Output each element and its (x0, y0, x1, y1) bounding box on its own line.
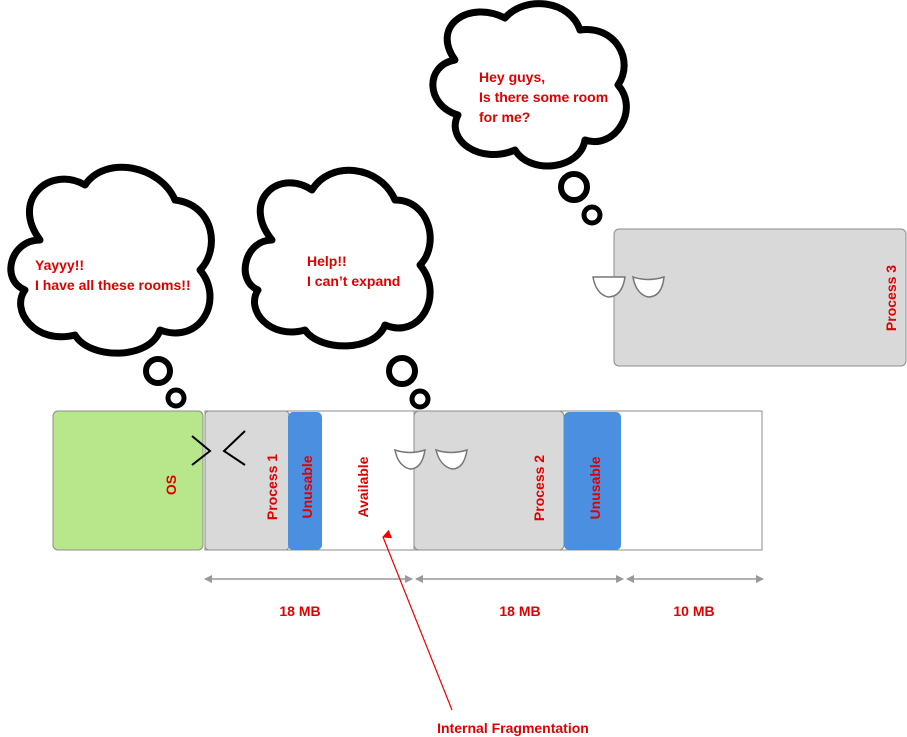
process3-block: Process 3 (613, 228, 907, 367)
os-thought-bubble: Yayyy!! I have all these rooms!! (7, 163, 215, 409)
process1-cloud-dot-large (386, 355, 418, 387)
process3-left-eye (592, 276, 626, 298)
unusable2-block (564, 412, 621, 550)
svg-text:I can’t expand: I can’t expand (307, 273, 400, 289)
process3-cloud-dot-large (558, 171, 590, 203)
process1-squint-right-icon (222, 430, 246, 466)
partition3-size-label: 10 MB (673, 603, 714, 619)
process2-label: Process 2 (531, 455, 547, 521)
unusable1-block (288, 412, 322, 550)
os-cloud-shape (7, 163, 215, 357)
process1-squint-left-icon (191, 435, 212, 466)
process2-right-eye (434, 448, 468, 470)
partition1-size-label: 18 MB (279, 603, 320, 619)
svg-text:Help!!: Help!! (307, 253, 347, 269)
unusable1-label: Unusable (299, 455, 315, 518)
os-block (52, 410, 204, 551)
unusable2-label: Unusable (587, 456, 603, 519)
os-process1-face (191, 430, 246, 466)
memory-bar: OS Process 1 Unusable Available Process … (52, 410, 763, 551)
svg-text:Yayyy!!: Yayyy!! (35, 257, 84, 273)
available-label: Available (355, 456, 371, 517)
os-bubble-line2: I have all these rooms!! (35, 277, 191, 293)
process3-label: Process 3 (883, 265, 899, 331)
process3-cloud-dot-small (581, 204, 603, 226)
os-cloud-dot-small (165, 387, 187, 409)
process1-cloud-dot-small (409, 388, 431, 410)
process3-right-eye (632, 275, 665, 298)
process1-label: Process 1 (264, 454, 280, 520)
process2-eyes (394, 448, 468, 470)
os-bubble-line1: Yayyy!! (35, 257, 84, 273)
process3-bubble-line2: Is there some room (479, 89, 608, 105)
process3-eyes (592, 275, 665, 298)
partition2-size-label: 18 MB (499, 603, 540, 619)
svg-text:I have all these rooms!!: I have all these rooms!! (35, 277, 191, 293)
internal-fragmentation-callout: Internal Fragmentation (382, 529, 589, 736)
os-label: OS (163, 475, 179, 495)
fragmentation-pointer-arrow (382, 529, 453, 711)
process3-bubble-line3: for me? (479, 109, 530, 125)
process1-thought-bubble: Help!! I can’t expand (241, 166, 434, 410)
process1-cloud-shape (241, 166, 434, 350)
process3-cloud-shape (429, 0, 630, 170)
process1-bubble-line2: I can’t expand (307, 273, 400, 289)
os-cloud-dot-large (143, 356, 173, 386)
process1-bubble-line1: Help!! (307, 253, 347, 269)
svg-text:for me?: for me? (479, 109, 530, 125)
svg-text:Hey guys,: Hey guys, (479, 69, 545, 85)
svg-text:Is there some room: Is there some room (479, 89, 608, 105)
process3-bubble-line1: Hey guys, (479, 69, 545, 85)
process3-thought-bubble: Hey guys, Is there some room for me? (429, 0, 630, 226)
size-dimensions: 18 MB 18 MB 10 MB (204, 575, 764, 619)
internal-fragmentation-label: Internal Fragmentation (437, 720, 589, 736)
process2-left-eye (394, 448, 426, 470)
